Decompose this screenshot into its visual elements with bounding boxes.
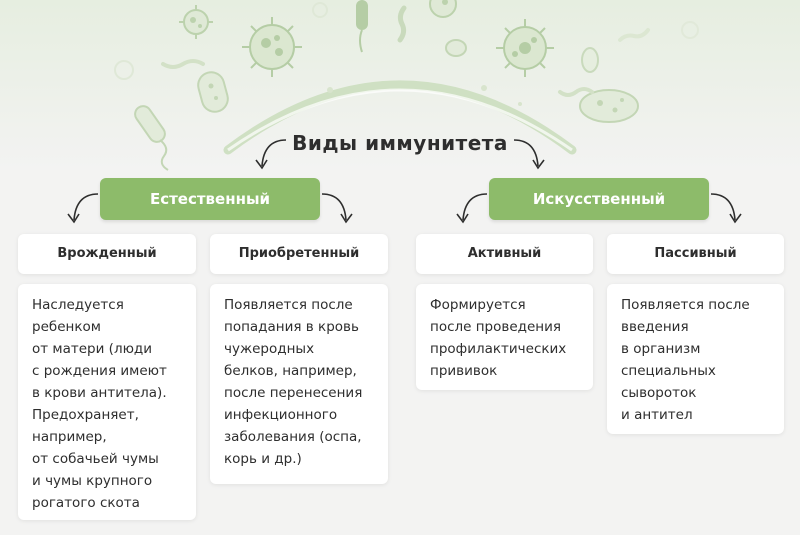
type-card-congenital-header: Врожденный — [18, 234, 196, 274]
description-line: сывороток — [621, 385, 697, 401]
virus-icon — [242, 17, 302, 77]
description-line: например, — [32, 429, 107, 445]
description-line: чужеродных — [224, 341, 315, 357]
cell-icon — [327, 87, 333, 93]
description-line: введения — [621, 319, 689, 335]
spirillum-icon — [558, 87, 594, 97]
cell-icon — [312, 2, 328, 18]
type-card-passive-header: Пассивный — [607, 234, 784, 274]
cell-icon — [681, 21, 699, 39]
type-title: Пассивный — [654, 246, 737, 261]
diagram-title: Виды иммунитета — [292, 131, 508, 155]
type-card-passive-description: Появляется после введения в организм спе… — [607, 284, 784, 434]
description-line: профилактических — [430, 341, 567, 357]
arrow-icon — [456, 193, 488, 224]
description-text: Наследуется ребенком от матери (люди с р… — [18, 284, 196, 522]
description-line: ребенком — [32, 319, 101, 335]
description-line: Появляется после — [621, 297, 750, 313]
description-line: попадания в кровь — [224, 319, 359, 335]
description-line: специальных — [621, 363, 716, 379]
type-card-acquired-header: Приобретенный — [210, 234, 388, 274]
description-line: рогатого скота — [32, 495, 140, 511]
type-title: Активный — [467, 246, 542, 261]
arrow-icon — [513, 139, 545, 170]
type-title: Врожденный — [57, 246, 157, 261]
type-card-congenital-description: Наследуется ребенком от матери (люди с р… — [18, 284, 196, 520]
bacterium-icon — [445, 39, 467, 57]
virus-icon — [429, 0, 457, 18]
bacterium-icon — [579, 89, 639, 123]
description-text: Появляется после введения в организм спе… — [607, 284, 784, 434]
arrow-icon — [67, 193, 99, 224]
description-line: Появляется после — [224, 297, 353, 313]
branch-artificial: Искусственный — [489, 178, 709, 220]
spirillum-icon — [397, 5, 407, 43]
description-line: после перенесения — [224, 385, 363, 401]
description-line: после проведения — [430, 319, 562, 335]
bacterium-icon — [197, 71, 229, 113]
description-line: в организм — [621, 341, 701, 357]
branch-natural: Естественный — [100, 178, 320, 220]
description-line: белков, например, — [224, 363, 357, 379]
description-line: от матери (люди — [32, 341, 153, 357]
bacillus-icon — [356, 0, 368, 53]
cell-icon — [518, 102, 522, 106]
cell-icon — [114, 60, 134, 80]
arrow-icon — [255, 139, 287, 170]
virus-icon — [496, 19, 554, 77]
description-line: Наследуется — [32, 297, 124, 313]
type-card-active-header: Активный — [416, 234, 593, 274]
description-line: в крови антитела). — [32, 385, 167, 401]
description-line: заболевания (оспа, — [224, 429, 362, 445]
description-line: корь и др.) — [224, 451, 302, 467]
type-card-acquired-description: Появляется после попадания в кровь чужер… — [210, 284, 388, 484]
description-line: Предохраняет, — [32, 407, 139, 423]
arc-decoration — [223, 80, 577, 155]
arrow-icon — [710, 193, 742, 224]
bacillus-icon — [134, 105, 169, 171]
description-line: и антител — [621, 407, 693, 423]
description-line: от собачьей чумы — [32, 451, 159, 467]
description-line: Формируется — [430, 297, 526, 313]
description-text: Появляется после попадания в кровь чужер… — [210, 284, 388, 478]
spirillum-icon — [618, 28, 650, 42]
description-line: инфекционного — [224, 407, 338, 423]
type-title: Приобретенный — [238, 246, 360, 261]
description-line: и чумы крупного — [32, 473, 153, 489]
arrow-icon — [321, 193, 353, 224]
spirillum-icon — [161, 59, 205, 69]
description-text: Формируется после проведения профилактич… — [416, 284, 593, 390]
cell-icon — [481, 85, 487, 91]
arc-highlight — [227, 88, 573, 152]
bacterium-icon — [581, 47, 599, 73]
type-card-active-description: Формируется после проведения профилактич… — [416, 284, 593, 390]
virus-icon — [179, 5, 213, 39]
description-line: с рождения имеют — [32, 363, 167, 379]
description-line: прививок — [430, 363, 498, 379]
